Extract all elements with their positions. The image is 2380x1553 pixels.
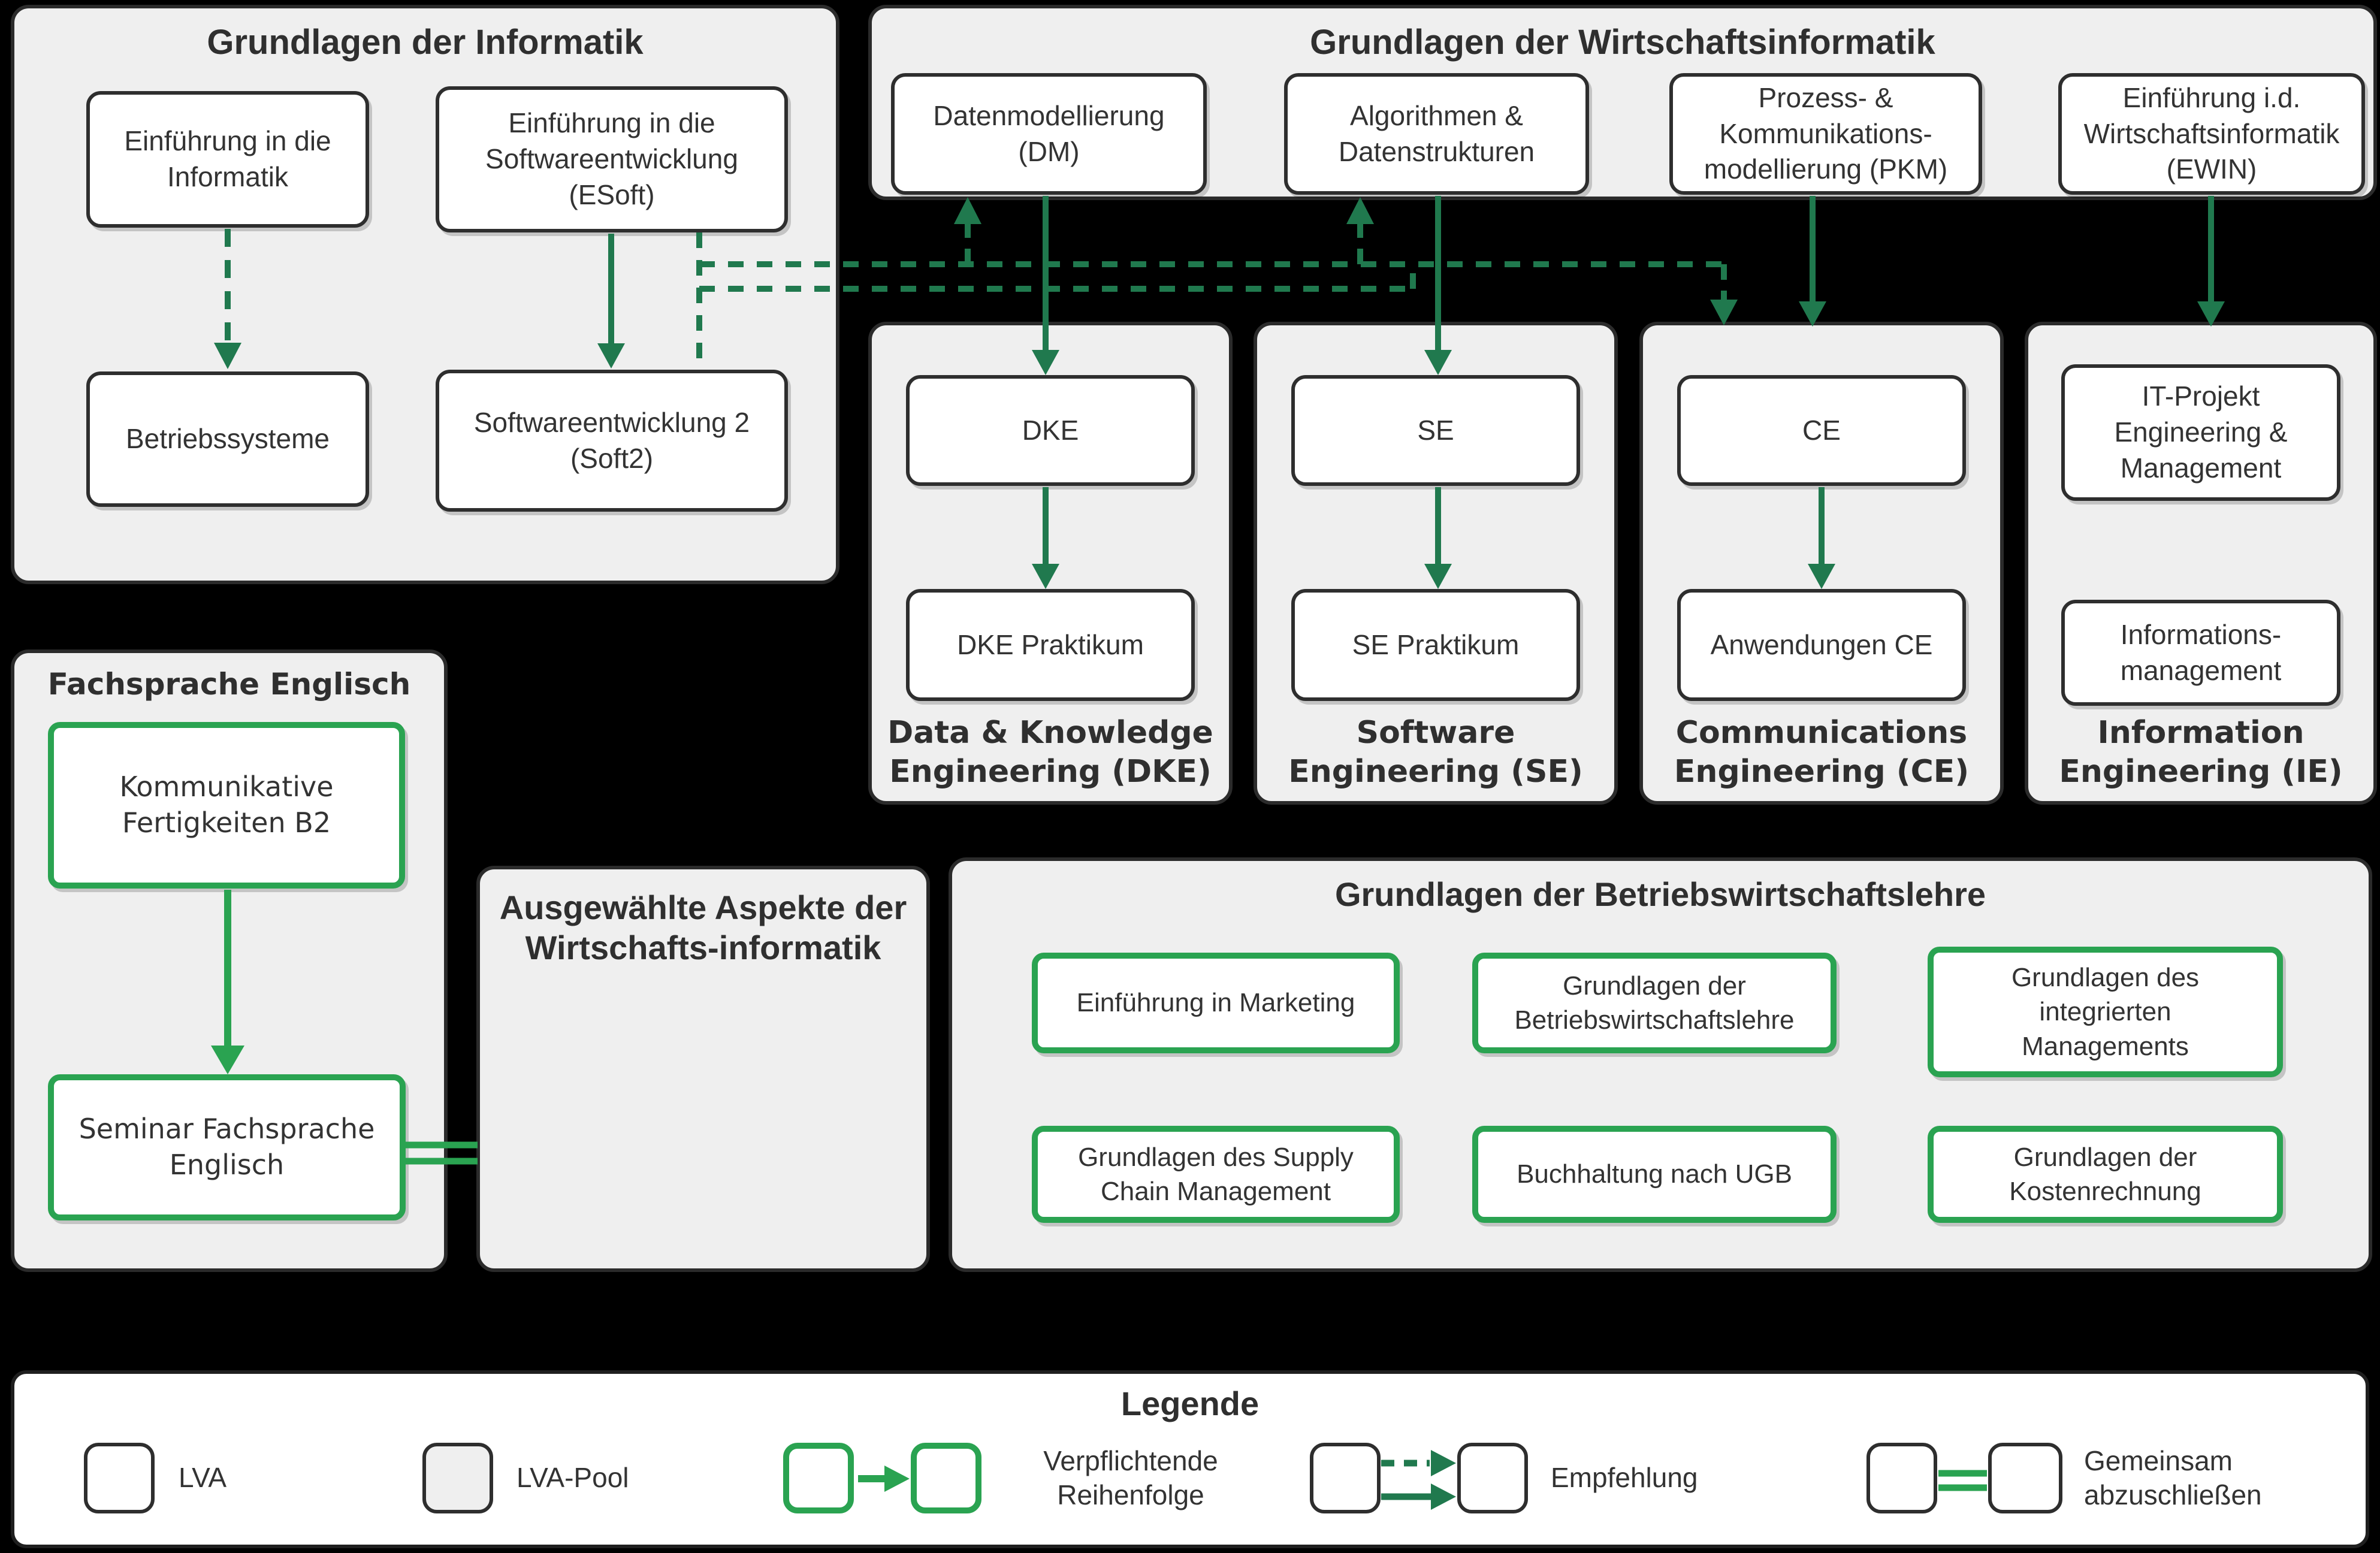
pool-label-ce: Communications Engineering (CE) [1674,715,1970,790]
legend-panel [11,1370,2369,1548]
arrow-solid-ewin-to-ie-pool [2197,196,2225,327]
node-einfuehrung-informatik: Einführung in die Informatik [86,91,369,228]
node-soft2: Softwareentwicklung 2 (Soft2) [436,370,788,512]
legend-lva-label: LVA [179,1462,227,1494]
pool-label-dke: Data & Knowledge Engineering (DKE) [887,715,1213,790]
node-esoft: Einführung in die Softwareentwicklung (E… [436,86,788,232]
node-kostenrechnung: Grundlagen der Kostenrechnung [1928,1126,2283,1223]
pool-title-wirtschaftsinformatik: Grundlagen der Wirtschaftsinformatik [1310,23,1935,62]
pool-title-bwl: Grundlagen der Betriebswirtschaftslehre [1334,875,1986,913]
pool-ausgewaehlte-aspekte: Ausgewählte Aspekte der Wirtschafts-info… [476,866,930,1272]
node-kommunikative-fertigkeiten: Kommunikative Fertigkeiten B2 [48,722,405,889]
node-it-projekt: IT-Projekt Engineering & Management [2061,364,2340,501]
node-pkm: Prozess- & Kommunikations-modellierung (… [1669,73,1982,195]
legend-lva-pool-swatch [422,1443,493,1513]
legend-lva-swatch [84,1443,155,1513]
pool-title-englisch: Fachsprache Englisch [47,667,411,702]
node-datenmodellierung: Datenmodellierung (DM) [891,73,1207,195]
pool-label-ie: Information Engineering (IE) [2059,715,2343,790]
legend-empfehlung-swatch-right [1457,1443,1528,1513]
node-dke-praktikum: DKE Praktikum [906,589,1195,701]
node-se: SE [1291,375,1580,486]
legend-title: Legende [1120,1385,1260,1422]
legend-reihenfolge-swatch-right [911,1443,981,1513]
node-anwendungen-ce: Anwendungen CE [1677,589,1966,701]
node-integriertes-management: Grundlagen des integrierten Managements [1928,947,2283,1077]
node-dke: DKE [906,375,1195,486]
arrow-solid-pkm-to-ce-pool [1799,196,1826,327]
node-supply-chain-management: Grundlagen des Supply Chain Management [1032,1126,1400,1223]
legend-gemeinsam-label: Gemeinsam abzuschließen [2084,1445,2262,1511]
legend-empfehlung-label: Empfehlung [1551,1462,1698,1494]
legend-reihenfolge-swatch-left [783,1443,854,1513]
node-algorithmen-datenstrukturen: Algorithmen & Datenstrukturen [1284,73,1589,195]
legend-reihenfolge-label: Verpflichtende Reihenfolge [1043,1445,1218,1511]
node-einfuehrung-marketing: Einführung in Marketing [1032,953,1400,1053]
pool-title-informatik: Grundlagen der Informatik [207,23,644,62]
legend-gemeinsam-swatch-right [1988,1443,2062,1513]
node-betriebssysteme: Betriebssysteme [86,371,369,507]
pool-title-aspekte: Ausgewählte Aspekte der Wirtschafts-info… [499,889,907,967]
node-informationsmanagement: Informations-management [2061,600,2340,706]
node-ce: CE [1677,375,1966,486]
legend-lva-pool-label: LVA-Pool [517,1462,629,1494]
legend-gemeinsam-swatch-left [1866,1443,1937,1513]
arrow-dashed-to-algodat [1346,197,1374,264]
node-grundlagen-bwl: Grundlagen der Betriebswirtschaftslehre [1472,953,1837,1053]
node-buchhaltung-ugb: Buchhaltung nach UGB [1472,1126,1837,1223]
node-ewin: Einführung i.d. Wirtschaftsinformatik (E… [2058,73,2365,195]
legend-empfehlung-swatch-left [1310,1443,1381,1513]
arrow-dashed-to-dm [954,197,981,264]
arrow-dashed-to-ce-pool [1710,264,1738,325]
pool-label-se: Software Engineering (SE) [1288,715,1583,790]
node-seminar-fachsprache: Seminar Fachsprache Englisch [48,1074,406,1220]
node-se-praktikum: SE Praktikum [1291,589,1580,701]
